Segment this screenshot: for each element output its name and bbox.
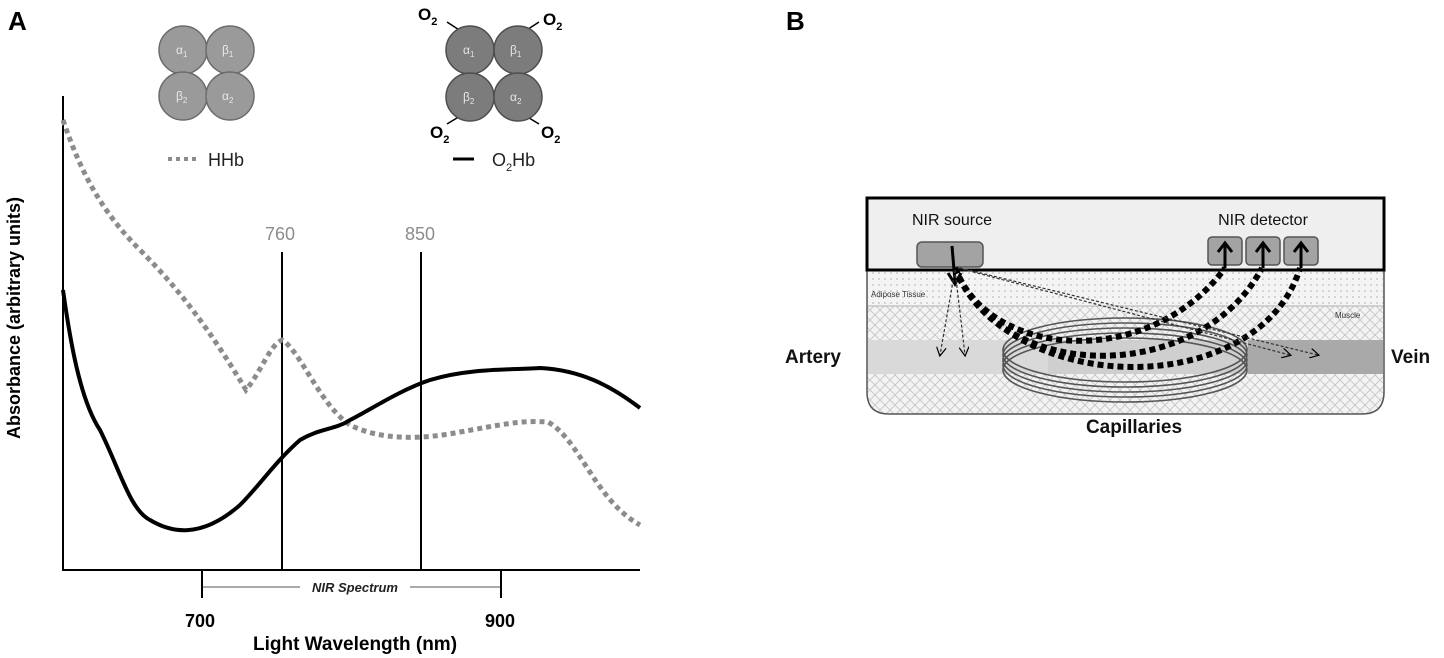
capillaries-coil — [1002, 317, 1248, 403]
capillary-loop — [1002, 327, 1248, 393]
subunit-label: β2 — [176, 89, 188, 105]
oxy-hemoglobin-molecule: α1 β1 β2 α2 O2 O2 O2 O2 — [418, 5, 562, 146]
scatter-path — [959, 267, 1318, 355]
legend: HHb O2Hb — [168, 150, 535, 174]
artery-band — [868, 340, 1048, 374]
marker-label-850: 850 — [405, 224, 435, 244]
subunit-circle — [205, 71, 255, 121]
nir-spectrum-label: NIR Spectrum — [312, 580, 398, 595]
o2hb-curve — [61, 289, 642, 533]
capillaries-label: Capillaries — [1086, 417, 1182, 438]
panel-a-label: A — [8, 6, 27, 36]
x-tick-label: 700 — [185, 611, 215, 631]
oxygen-label: O2 — [543, 10, 562, 33]
light-path-near — [952, 266, 1228, 344]
up-arrow-icon — [1216, 240, 1234, 268]
nir-detector-label: NIR detector — [1218, 212, 1308, 229]
capillary-loop — [1002, 337, 1248, 403]
subunit-label: β2 — [463, 90, 475, 106]
oxygen-label: O2 — [430, 123, 449, 146]
scatter-paths — [940, 267, 1318, 355]
capillary-loop — [1002, 317, 1248, 383]
capillary-loop — [1002, 322, 1248, 388]
subunit-label: β1 — [510, 43, 522, 59]
scatter-path — [940, 269, 956, 355]
panel-b-label: B — [786, 6, 805, 36]
hhb-curve — [60, 119, 642, 528]
up-arrow-icon — [1292, 240, 1310, 268]
oxygen-label: O2 — [418, 5, 437, 28]
nir-source-label: NIR source — [912, 212, 992, 229]
scatter-path — [954, 269, 965, 355]
oxygen-label: O2 — [541, 123, 560, 146]
light-path-far — [952, 266, 1303, 370]
adipose-label: Adipose Tissue — [871, 290, 926, 299]
subunit-circle — [493, 72, 543, 122]
muscle-label: Muscle — [1335, 311, 1361, 320]
legend-hhb-label: HHb — [208, 150, 244, 170]
subunit-label: α2 — [510, 90, 522, 106]
subunit-label: α1 — [176, 43, 188, 59]
subunit-label: β1 — [222, 43, 234, 59]
vein-label: Vein — [1391, 347, 1430, 368]
panel-a: A α1 β1 β2 α2 α1 β1 β2 α2 O2 — [4, 5, 642, 655]
marker-label-760: 760 — [265, 224, 295, 244]
vein-band — [1248, 340, 1383, 374]
subunit-label: α1 — [463, 43, 475, 59]
scatter-path — [957, 267, 1290, 355]
x-axis-label: Light Wavelength (nm) — [253, 634, 457, 655]
subunit-label: α2 — [222, 89, 234, 105]
adipose-layer — [868, 271, 1383, 306]
up-arrow-icon — [1254, 240, 1272, 268]
nir-source-emitter — [916, 241, 984, 268]
light-paths — [952, 266, 1303, 370]
detector-arrows — [1216, 240, 1310, 268]
panel-b: B NIR source NIR detector Adipose Tissue… — [785, 6, 1430, 438]
legend-o2hb-label: O2Hb — [492, 150, 535, 174]
capillary-loop — [1002, 332, 1248, 398]
deoxy-hemoglobin-molecule: α1 β1 β2 α2 — [158, 25, 255, 121]
nir-spectrum-bracket: NIR Spectrum — [201, 570, 502, 598]
x-tick-label: 900 — [485, 611, 515, 631]
y-axis-label: Absorbance (arbitrary units) — [4, 197, 24, 439]
light-path-mid — [952, 266, 1265, 359]
artery-label: Artery — [785, 347, 841, 368]
